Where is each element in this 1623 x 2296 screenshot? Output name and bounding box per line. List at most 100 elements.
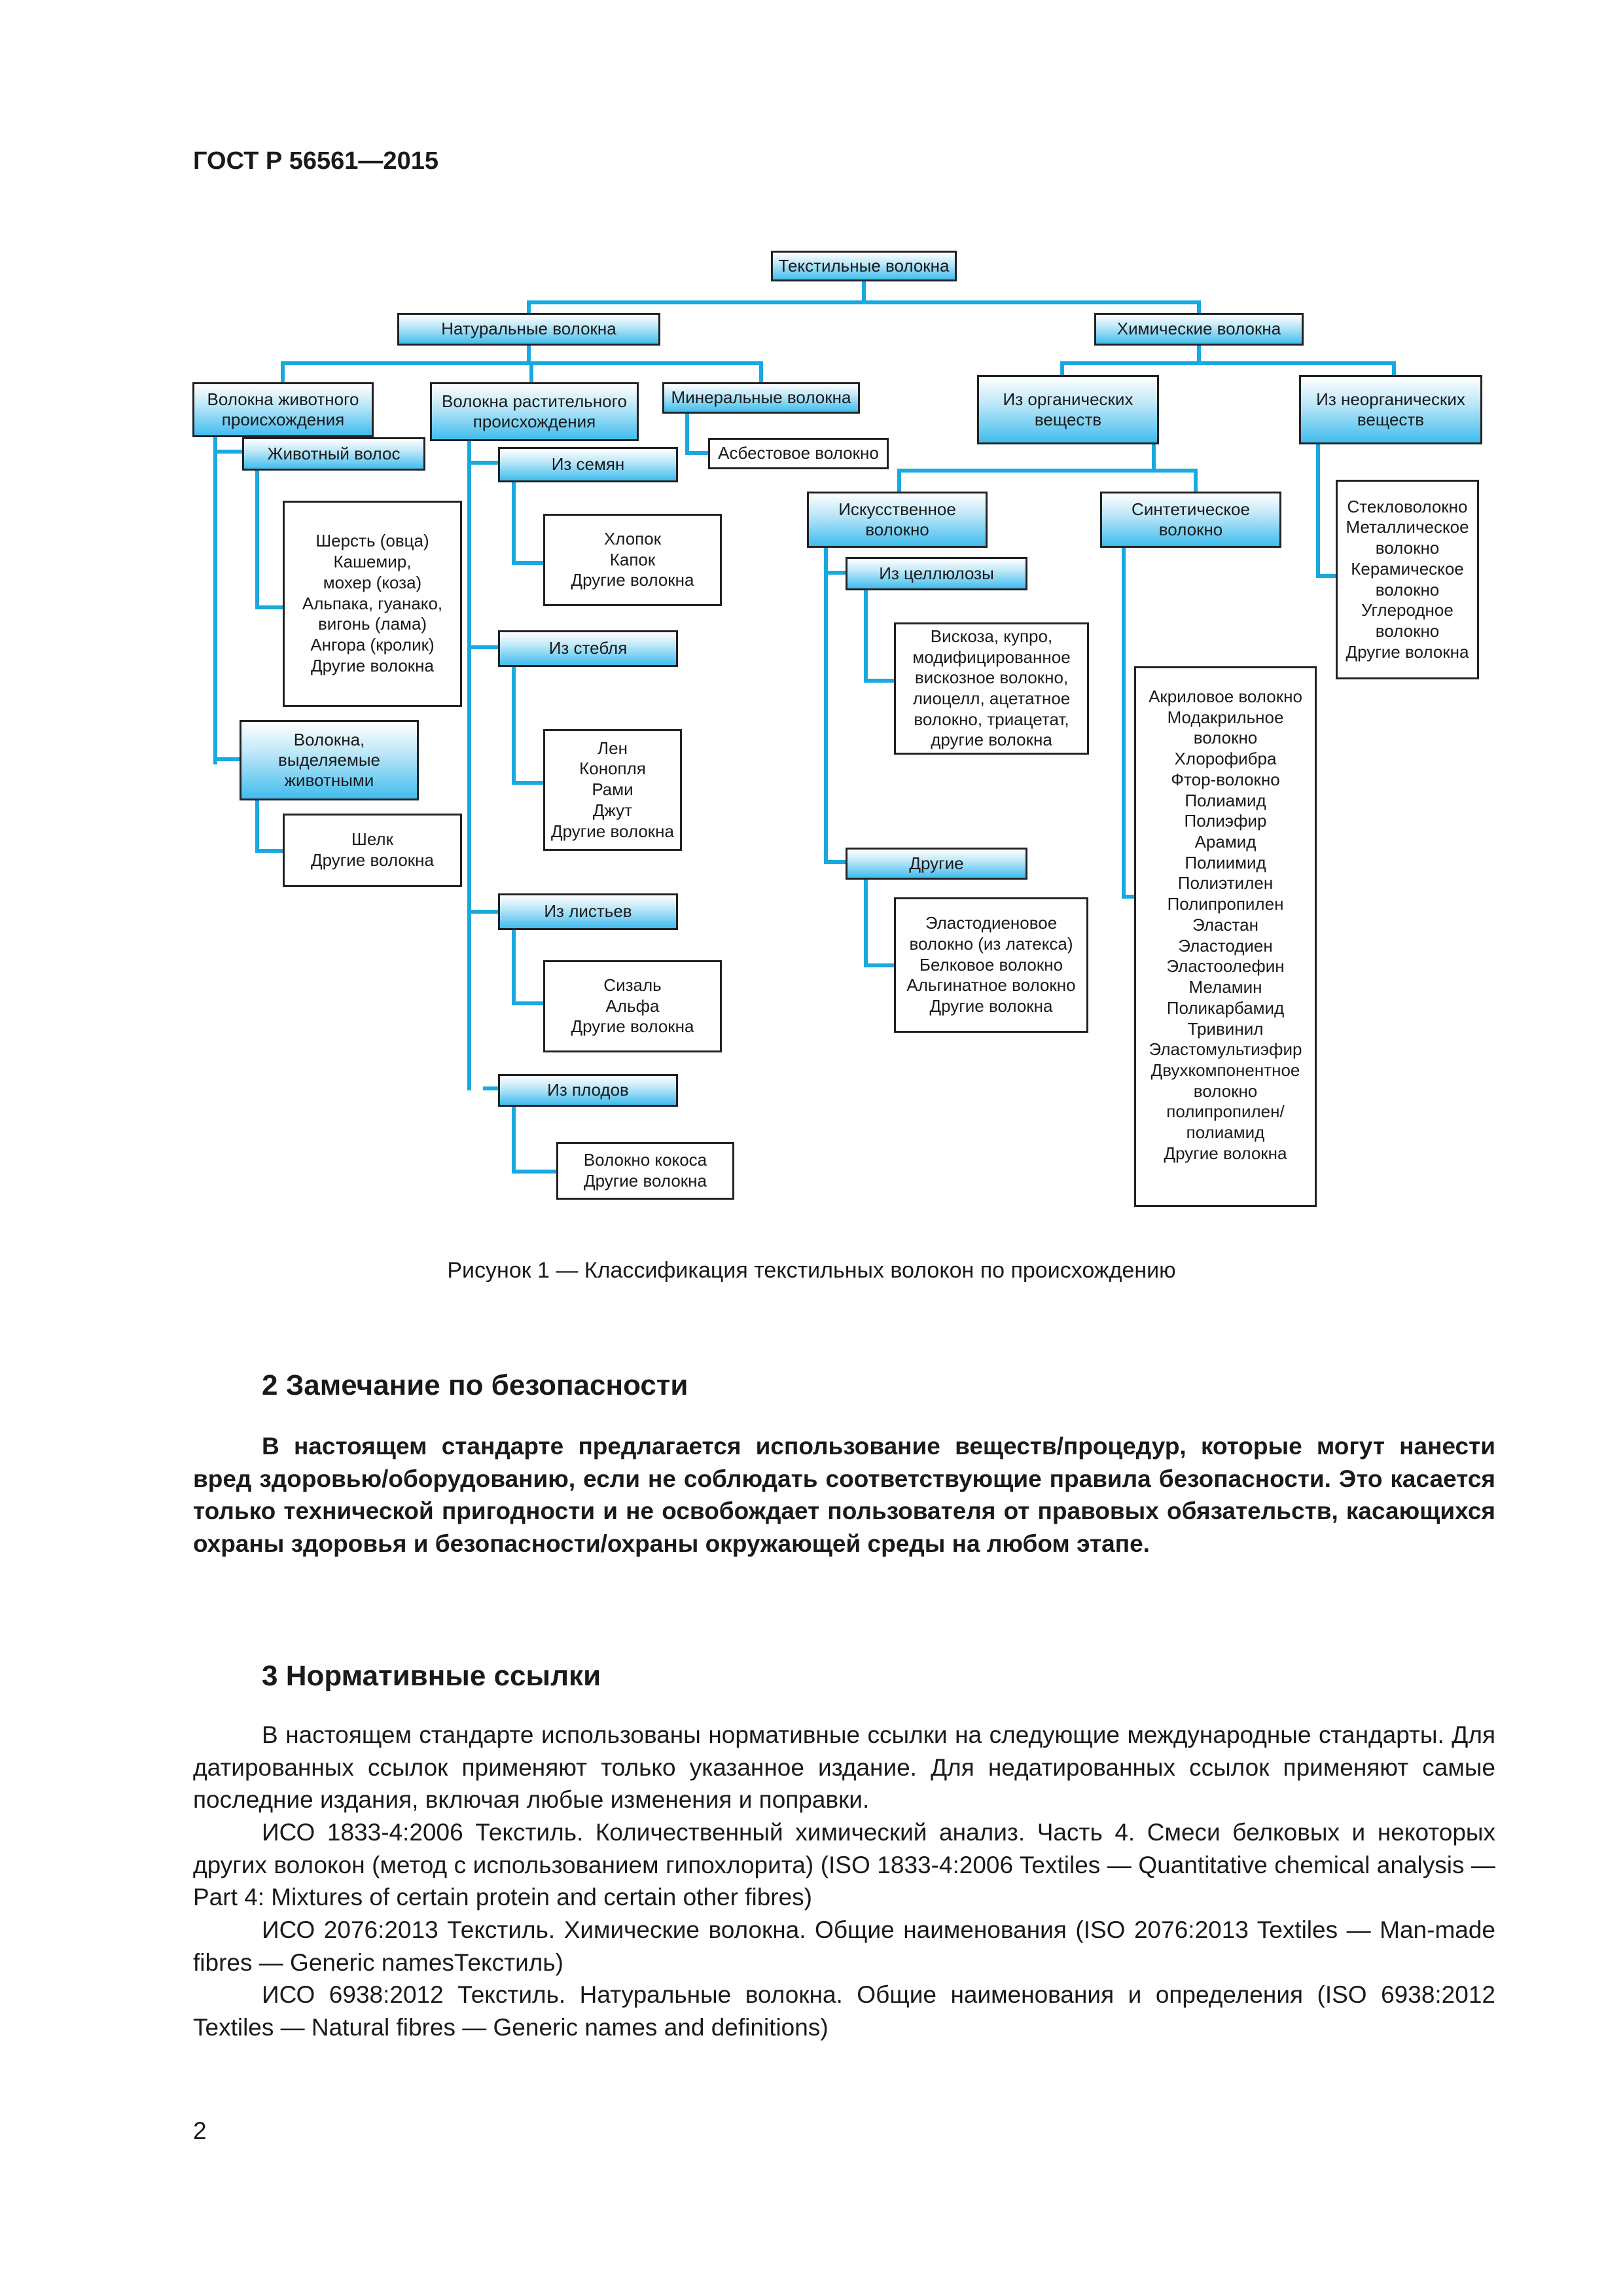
node-from-leaves: Из листьев	[498, 893, 678, 930]
node-natural-fibers: Натуральные волокна	[397, 313, 660, 346]
list-item: Другие волокна	[1346, 641, 1469, 662]
list-item: Шерсть (овца)	[315, 531, 429, 551]
node-organic: Из органических веществ	[977, 375, 1159, 444]
list-item: Сизаль	[603, 975, 662, 995]
node-synthetic: Синтетическое волокно	[1100, 492, 1281, 548]
list-item: волокно	[1375, 579, 1440, 600]
node-inorganic: Из неорганических веществ	[1299, 375, 1482, 444]
node-from-stem: Из стебля	[498, 630, 678, 667]
list-item: Кашемир,	[333, 552, 412, 572]
list-item: Арамид	[1194, 832, 1257, 852]
list-item: Другие волокна	[551, 821, 674, 841]
node-chemical-fibers: Химические волокна	[1094, 313, 1304, 346]
list-item: Волокно кокоса	[583, 1150, 707, 1170]
section-3-paragraph-2: ИСО 1833-4:2006 Текстиль. Количественный…	[193, 1819, 1495, 1910]
list-item: Альфа	[605, 996, 660, 1016]
list-item: волокно	[1193, 1081, 1258, 1101]
list-item: Другие волокна	[571, 1016, 694, 1037]
list-item: волокно	[1193, 728, 1258, 748]
node-from-fruits: Из плодов	[498, 1074, 678, 1107]
node-animal-origin: Волокна животного происхождения	[192, 382, 374, 437]
node-textile-fibers: Текстильные волокна	[771, 251, 957, 281]
fiber-classification-diagram: Текстильные волокна Натуральные волокна …	[192, 251, 1482, 1207]
list-item: Шелк	[351, 829, 393, 850]
list-item: Другие волокна	[1164, 1143, 1287, 1163]
list-item: Другие волокна	[311, 850, 434, 870]
node-plant-origin: Волокна растительного происхождения	[430, 382, 639, 441]
list-item: Ангора (кролик)	[310, 635, 435, 655]
list-item: Меламин	[1188, 977, 1262, 997]
list-item: Двухкомпонентное	[1150, 1060, 1300, 1080]
section-3-paragraph-4: ИСО 6938:2012 Текстиль. Натуральные воло…	[193, 1981, 1495, 2041]
list-item: Эластан	[1192, 914, 1258, 935]
list-animal-hair: Шерсть (овца)Кашемир,мохер (коза)Альпака…	[283, 501, 462, 707]
node-from-seeds: Из семян	[498, 447, 678, 482]
list-item: Другие волокна	[584, 1171, 707, 1191]
asbestos-label: Асбестовое волокно	[718, 443, 879, 463]
list-item: Вискоза, купро,	[930, 626, 1053, 646]
list-item: Металлическое	[1346, 517, 1469, 537]
node-asbestos: Асбестовое волокно	[708, 438, 889, 469]
list-item: Эластодиеновое	[925, 913, 1058, 933]
list-item: Модакрильное	[1167, 707, 1284, 727]
list-item: Капок	[609, 549, 656, 569]
node-cellulose: Из целлюлозы	[846, 557, 1027, 590]
list-item: Другие волокна	[929, 996, 1053, 1016]
list-item: Конопля	[579, 759, 646, 779]
list-item: мохер (коза)	[323, 572, 422, 592]
list-item: Альгинатное волокно	[906, 975, 1076, 996]
list-item: полипропилен/	[1166, 1102, 1285, 1122]
list-item: Эластомультиэфир	[1149, 1039, 1302, 1060]
document-header: ГОСТ Р 56561—2015	[193, 147, 438, 175]
list-item: модифицированное	[912, 647, 1071, 667]
list-item: Углеродное	[1361, 600, 1454, 620]
list-item: Поликарбамид	[1166, 997, 1285, 1018]
list-item: Хлорофибра	[1174, 749, 1277, 769]
section-2-title: 2 Замечание по безопасности	[262, 1369, 688, 1401]
node-animal-secreted: Волокна, выделяемые животными	[240, 720, 419, 800]
section-3-title: 3 Нормативные ссылки	[262, 1660, 601, 1692]
list-item: Рами	[592, 780, 633, 800]
list-item: Эластодиен	[1178, 935, 1273, 956]
list-item: Фтор-волокно	[1171, 769, 1280, 789]
list-item: Белковое волокно	[919, 954, 1063, 975]
list-item: волокно	[1375, 620, 1440, 641]
list-item: волокно	[1375, 538, 1440, 558]
list-item: Полиэфир	[1184, 811, 1267, 831]
node-animal-hair: Животный волос	[242, 437, 425, 471]
list-item: Стекловолокно	[1347, 496, 1468, 516]
list-item: Хлопок	[603, 528, 662, 548]
node-mineral-fibers: Минеральные волокна	[662, 382, 860, 414]
section-3-paragraph-1: В настоящем стандарте использованы норма…	[193, 1721, 1495, 1813]
list-item: полиамид	[1186, 1122, 1265, 1143]
list-item: другие волокна	[931, 730, 1052, 750]
section-3-paragraph-3: ИСО 2076:2013 Текстиль. Химические волок…	[193, 1916, 1495, 1976]
figure-caption: Рисунок 1 — Классификация текстильных во…	[447, 1258, 1176, 1283]
list-item: вигонь (лама)	[317, 614, 427, 634]
diagram-connectors	[213, 278, 1396, 1174]
list-item: Эластоолефин	[1166, 956, 1285, 977]
list-item: Другие волокна	[311, 655, 434, 675]
node-others: Другие	[846, 848, 1027, 880]
list-item: Джут	[592, 800, 633, 820]
list-item: Лен	[597, 738, 628, 758]
list-item: вискозное волокно,	[914, 668, 1069, 688]
list-item: Другие волокна	[571, 570, 694, 590]
list-item: Полиимид	[1185, 852, 1266, 872]
list-item: волокно (из латекса)	[909, 933, 1073, 954]
node-artificial: Искусственное волокно	[807, 492, 988, 548]
list-item: Акриловое волокно	[1149, 687, 1302, 706]
list-item: Альпака, гуанако,	[302, 593, 443, 613]
list-item: Полипропилен	[1167, 894, 1284, 914]
list-item: Полиэтилен	[1177, 873, 1274, 893]
list-item: Керамическое	[1351, 558, 1464, 579]
page-number: 2	[193, 2117, 207, 2144]
list-item: Полиамид	[1185, 790, 1266, 810]
